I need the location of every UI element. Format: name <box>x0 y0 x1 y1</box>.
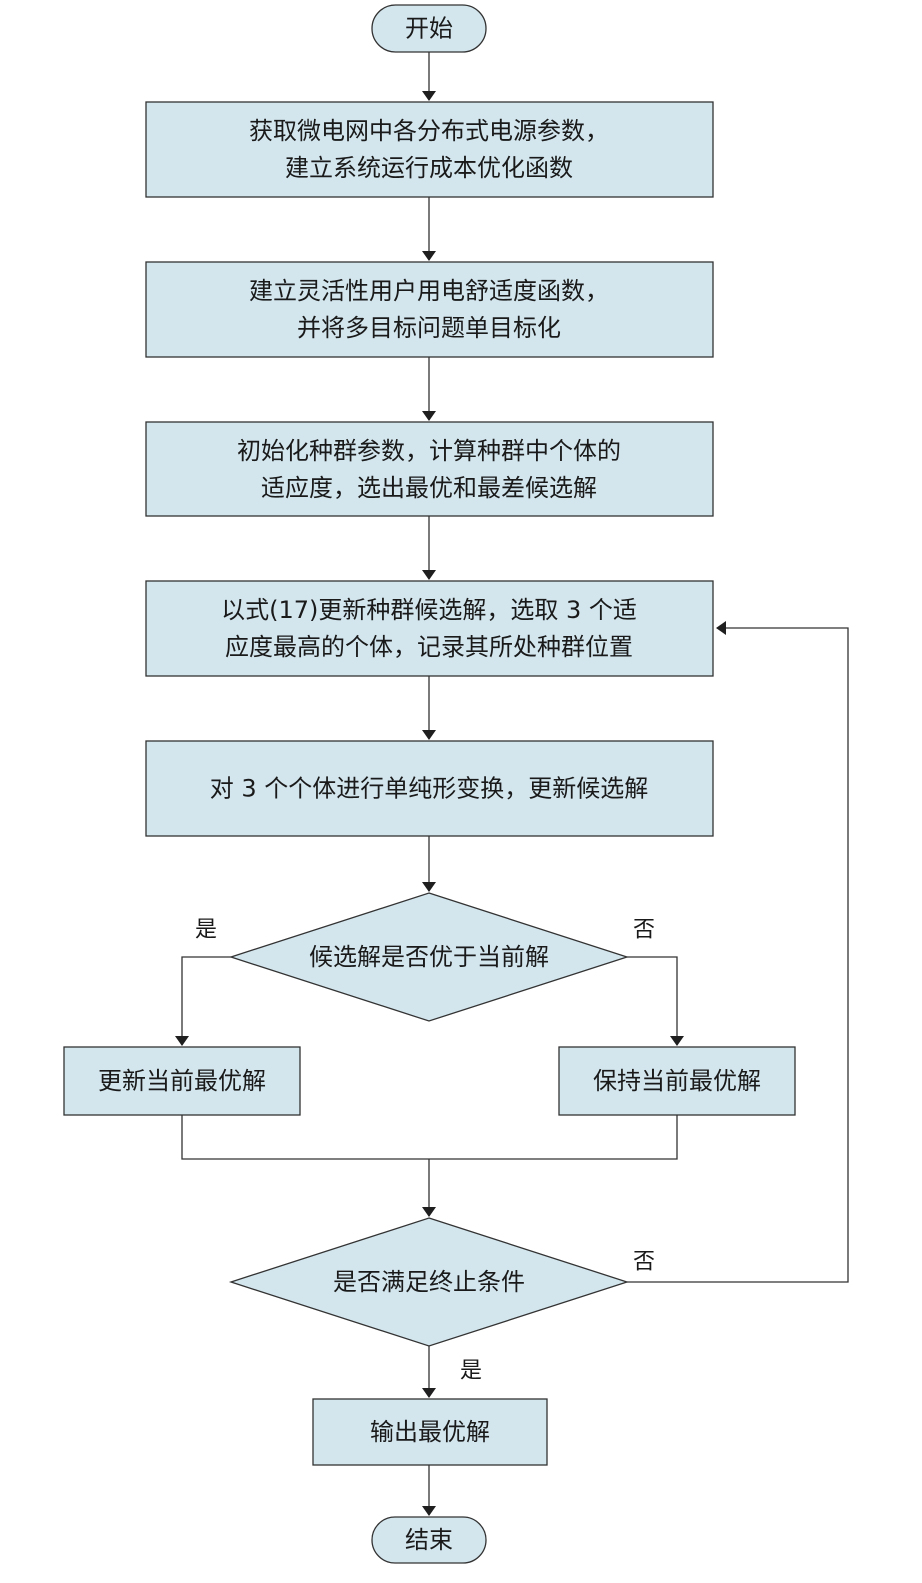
step-keep-best: 保持当前最优解 <box>558 1046 796 1116</box>
step-get-params: 获取微电网中各分布式电源参数， 建立系统运行成本优化函数 <box>145 101 714 198</box>
step-update-population-line-2: 应度最高的个体，记录其所处种群位置 <box>225 633 633 661</box>
end-terminal: 结束 <box>371 1516 487 1564</box>
branch-label-better-yes: 是 <box>195 918 217 943</box>
decision-candidate-better-label: 候选解是否优于当前解 <box>309 943 549 971</box>
end-label: 结束 <box>405 1526 453 1554</box>
start-label: 开始 <box>405 15 453 43</box>
start-terminal: 开始 <box>371 4 487 53</box>
decision-termination-label: 是否满足终止条件 <box>333 1268 525 1296</box>
branch-label-better-no: 否 <box>633 918 655 943</box>
step-update-population: 以式(17)更新种群候选解，选取 3 个适 应度最高的个体，记录其所处种群位置 <box>145 580 714 677</box>
step-init-population-line-1: 初始化种群参数，计算种群中个体的 <box>237 437 621 465</box>
decision-termination: 是否满足终止条件 <box>228 1217 630 1347</box>
step-comfort-line-1: 建立灵活性用户用电舒适度函数， <box>249 277 609 305</box>
step-comfort-line-2: 并将多目标问题单目标化 <box>297 314 561 342</box>
step-update-best: 更新当前最优解 <box>63 1046 301 1116</box>
branch-label-stop-no: 否 <box>633 1250 655 1275</box>
step-init-population-line-2: 适应度，选出最优和最差候选解 <box>261 474 597 502</box>
step-simplex-label: 对 3 个个体进行单纯形变换，更新候选解 <box>210 775 649 803</box>
connector-decision-no <box>627 956 684 1046</box>
step-keep-best-label: 保持当前最优解 <box>593 1067 761 1095</box>
connectors <box>175 52 849 1516</box>
step-get-params-line-1: 获取微电网中各分布式电源参数， <box>249 117 609 145</box>
connector-decision-yes <box>175 956 231 1046</box>
decision-candidate-better: 候选解是否优于当前解 <box>228 892 630 1022</box>
step-init-population: 初始化种群参数，计算种群中个体的 适应度，选出最优和最差候选解 <box>145 421 714 517</box>
branch-label-stop-yes: 是 <box>460 1359 482 1384</box>
step-output: 输出最优解 <box>312 1398 548 1466</box>
step-update-best-label: 更新当前最优解 <box>98 1067 266 1095</box>
connector-stop-no-loop <box>627 621 849 1283</box>
step-simplex: 对 3 个个体进行单纯形变换，更新候选解 <box>145 740 714 837</box>
step-comfort: 建立灵活性用户用电舒适度函数， 并将多目标问题单目标化 <box>145 261 714 358</box>
connector-merge <box>181 1115 678 1160</box>
step-output-label: 输出最优解 <box>370 1418 490 1446</box>
step-update-population-line-1: 以式(17)更新种群候选解，选取 3 个适 <box>221 596 637 624</box>
step-get-params-line-2: 建立系统运行成本优化函数 <box>285 154 573 182</box>
